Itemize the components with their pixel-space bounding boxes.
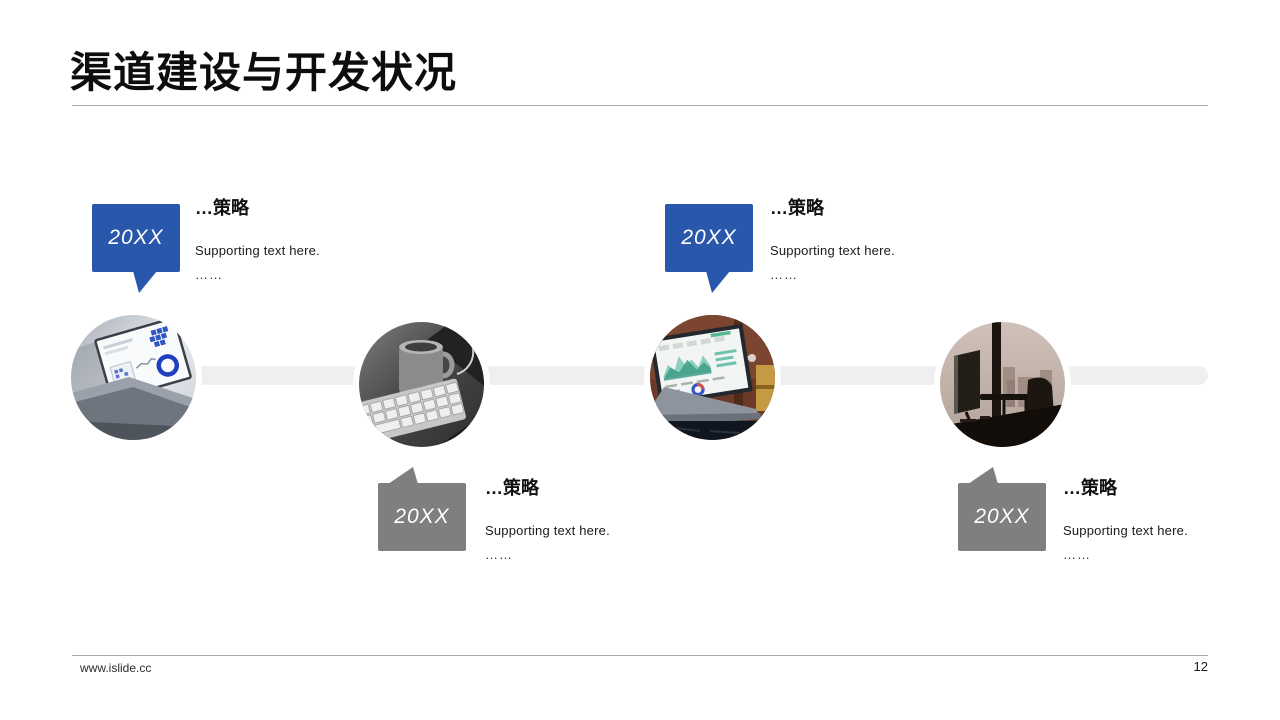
photo-office-desk-window — [940, 322, 1065, 447]
photo-laptop-teal-analytics — [650, 315, 775, 440]
milestone-1-text: …策略 Supporting text here. …… — [195, 198, 455, 282]
laptop-dashboard-graphic — [71, 315, 196, 440]
milestone-2-year-bubble: 20XX — [378, 467, 466, 551]
office-desk-graphic — [940, 322, 1065, 447]
milestone-3-year-bubble: 20XX — [665, 204, 753, 293]
laptop-analytics-graphic — [650, 315, 775, 440]
photo-laptop-blue-dashboard — [71, 315, 196, 440]
milestone-2-body: Supporting text here. — [485, 523, 610, 538]
speech-tail-up-icon — [388, 467, 418, 484]
speech-tail-down-icon — [133, 271, 157, 293]
milestone-2-text: …策略 Supporting text here. …… — [485, 478, 745, 562]
milestone-3-year: 20XX — [681, 226, 737, 249]
milestone-1-year: 20XX — [108, 226, 164, 249]
keyboard-mug-graphic — [359, 322, 484, 447]
milestone-3-body: Supporting text here. — [770, 243, 895, 258]
title-divider — [72, 105, 1208, 106]
milestone-4-year-bubble: 20XX — [958, 467, 1046, 551]
milestone-3-heading: …策略 — [770, 198, 824, 218]
milestone-2-heading: …策略 — [485, 478, 539, 498]
milestone-4-body: Supporting text here. — [1063, 523, 1188, 538]
milestone-2-year: 20XX — [394, 505, 450, 528]
photo-keyboard-and-mug — [359, 322, 484, 447]
page-title: 渠道建设与开发状况 — [70, 49, 458, 96]
milestone-1-year-bubble: 20XX — [92, 204, 180, 293]
speech-tail-down-icon — [706, 271, 730, 293]
milestone-3-ellipsis: …… — [770, 267, 798, 282]
milestone-4-heading: …策略 — [1063, 478, 1117, 498]
milestone-1-ellipsis: …… — [195, 267, 223, 282]
milestone-4-text: …策略 Supporting text here. …… — [1063, 478, 1280, 562]
milestone-1-body: Supporting text here. — [195, 243, 320, 258]
speech-tail-up-icon — [968, 467, 998, 484]
milestone-4-year: 20XX — [974, 505, 1030, 528]
page-number: 12 — [1193, 659, 1208, 674]
footer-divider — [72, 655, 1208, 656]
milestone-2-ellipsis: …… — [485, 547, 513, 562]
footer-url: www.islide.cc — [80, 661, 152, 675]
milestone-3-text: …策略 Supporting text here. …… — [770, 198, 1030, 282]
milestone-4-ellipsis: …… — [1063, 547, 1091, 562]
milestone-1-heading: …策略 — [195, 198, 249, 218]
